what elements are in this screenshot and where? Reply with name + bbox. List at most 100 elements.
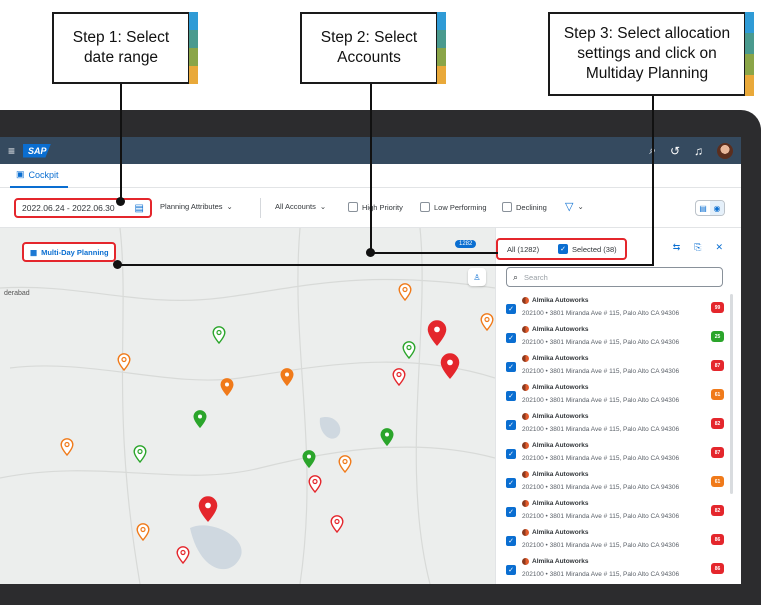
- step2-stripe: [437, 12, 446, 84]
- account-score-badge: 25: [711, 331, 724, 342]
- tab-cockpit[interactable]: ▣ Cockpit: [16, 169, 59, 180]
- date-range-value: 2022.06.24 - 2022.06.30: [22, 203, 115, 213]
- route-icon[interactable]: ⇆: [672, 242, 681, 252]
- account-logo-icon: [522, 529, 529, 536]
- high-priority-checkbox[interactable]: High Priority: [348, 202, 403, 212]
- account-selection-toggle[interactable]: All (1282) ✓ Selected (38): [496, 238, 627, 260]
- close-icon[interactable]: ✕: [715, 242, 723, 252]
- map-pin[interactable]: [220, 378, 234, 401]
- declining-checkbox[interactable]: Declining: [502, 202, 547, 212]
- account-logo-icon: [522, 442, 529, 449]
- map-pin[interactable]: [380, 428, 394, 451]
- checkbox-box[interactable]: [502, 202, 512, 212]
- export-icon[interactable]: ⎘: [694, 242, 702, 252]
- calendar-view-icon[interactable]: ▤: [699, 203, 707, 213]
- check-icon[interactable]: ✓: [506, 449, 516, 459]
- hamburger-menu-icon[interactable]: ≡: [8, 143, 16, 158]
- check-icon[interactable]: ✓: [506, 362, 516, 372]
- map-place-label: derabad: [4, 290, 30, 297]
- low-performing-checkbox[interactable]: Low Performing: [420, 202, 487, 212]
- check-icon[interactable]: ✓: [506, 478, 516, 488]
- map-pin[interactable]: [330, 515, 344, 538]
- list-item[interactable]: ✓ Almika Autoworks 202100 • 3801 Miranda A…: [506, 352, 730, 381]
- account-name-text: Almika Autoworks: [532, 355, 589, 362]
- step3-line1: Step 3: Select allocation: [563, 25, 731, 42]
- account-address: 202100 • 3801 Miranda Ave # 115, Palo Al…: [522, 397, 680, 404]
- all-accounts-label: All Accounts: [275, 202, 316, 211]
- bell-icon[interactable]: ♫: [694, 143, 703, 158]
- map-view[interactable]: derabad ▦ Multi-Day Planning 1282 ♙: [0, 228, 495, 584]
- map-pin[interactable]: [398, 283, 412, 306]
- check-icon[interactable]: ✓: [506, 565, 516, 575]
- checkbox-box[interactable]: [348, 202, 358, 212]
- account-address: 202100 • 3801 Miranda Ave # 115, Palo Al…: [522, 455, 680, 462]
- filter-dropdown[interactable]: ▽ ⌄: [565, 200, 584, 213]
- account-address: 202100 • 3801 Miranda Ave # 115, Palo Al…: [522, 368, 680, 375]
- map-pin[interactable]: [440, 353, 460, 384]
- avatar[interactable]: [717, 142, 733, 159]
- filter-funnel-icon: ▽: [565, 201, 574, 213]
- checkbox-box[interactable]: [420, 202, 430, 212]
- map-pin[interactable]: [402, 341, 416, 364]
- map-pin[interactable]: [308, 475, 322, 498]
- map-pin[interactable]: [198, 496, 218, 527]
- selected-accounts-tab[interactable]: ✓ Selected (38): [558, 244, 617, 254]
- step3-callout: Step 3: Select allocation settings and c…: [548, 12, 754, 96]
- map-pin[interactable]: [193, 410, 207, 433]
- map-pin[interactable]: [212, 326, 226, 349]
- account-address: 202100 • 3801 Miranda Ave # 115, Palo Al…: [522, 339, 680, 346]
- check-icon[interactable]: ✓: [506, 304, 516, 314]
- list-item[interactable]: ✓ Almika Autoworks 202100 • 3801 Miranda A…: [506, 323, 730, 352]
- map-pin[interactable]: [302, 450, 316, 473]
- view-toggle[interactable]: ▤ ◉: [695, 200, 725, 216]
- chevron-down-icon: ⌄: [226, 202, 233, 211]
- check-icon[interactable]: ✓: [506, 420, 516, 430]
- account-address: 202100 • 3801 Miranda Ave # 115, Palo Al…: [522, 542, 680, 549]
- date-range-input[interactable]: 2022.06.24 - 2022.06.30 ▤: [14, 198, 152, 218]
- search-input[interactable]: ⌕ Search: [506, 267, 723, 287]
- account-logo-icon: [522, 413, 529, 420]
- map-pin[interactable]: [338, 455, 352, 478]
- all-accounts-tab[interactable]: All (1282): [507, 244, 540, 254]
- account-name-text: Almika Autoworks: [532, 297, 589, 304]
- locate-tool[interactable]: ♙: [468, 268, 486, 286]
- map-pin[interactable]: [427, 320, 447, 351]
- check-icon[interactable]: ✓: [506, 333, 516, 343]
- map-pin[interactable]: [176, 546, 190, 569]
- step3-leader-h: [116, 264, 654, 266]
- check-icon[interactable]: ✓: [506, 391, 516, 401]
- list-scrollbar[interactable]: [730, 294, 733, 494]
- map-pin[interactable]: [133, 445, 147, 468]
- map-pin[interactable]: [117, 353, 131, 376]
- map-view-icon[interactable]: ◉: [710, 201, 724, 215]
- planning-attributes-dropdown[interactable]: Planning Attributes ⌄: [160, 202, 233, 211]
- all-accounts-dropdown[interactable]: All Accounts ⌄: [275, 202, 326, 211]
- map-pin[interactable]: [480, 313, 494, 336]
- account-score-badge: 82: [711, 418, 724, 429]
- step1-leader: [120, 84, 122, 202]
- map-pin[interactable]: [60, 438, 74, 461]
- check-icon[interactable]: ✓: [506, 507, 516, 517]
- accounts-panel: All (1282) ✓ Selected (38) ⇆ ⎘ ✕ ⌕ Searc…: [495, 228, 741, 584]
- map-pin[interactable]: [280, 368, 294, 391]
- check-icon[interactable]: ✓: [506, 536, 516, 546]
- map-pin[interactable]: [136, 523, 150, 546]
- calendar-icon[interactable]: ▤: [134, 203, 144, 214]
- account-score-badge: 61: [711, 476, 724, 487]
- map-pin[interactable]: [392, 368, 406, 391]
- history-icon[interactable]: ↺: [669, 143, 680, 158]
- multi-day-planning-label: Multi-Day Planning: [41, 247, 109, 257]
- multi-day-planning-button[interactable]: ▦ Multi-Day Planning: [22, 242, 116, 262]
- account-score-badge: 86: [711, 534, 724, 545]
- account-name-text: Almika Autoworks: [532, 500, 589, 507]
- account-name: Almika Autoworks: [522, 326, 588, 333]
- chevron-down-icon: ⌄: [577, 202, 584, 211]
